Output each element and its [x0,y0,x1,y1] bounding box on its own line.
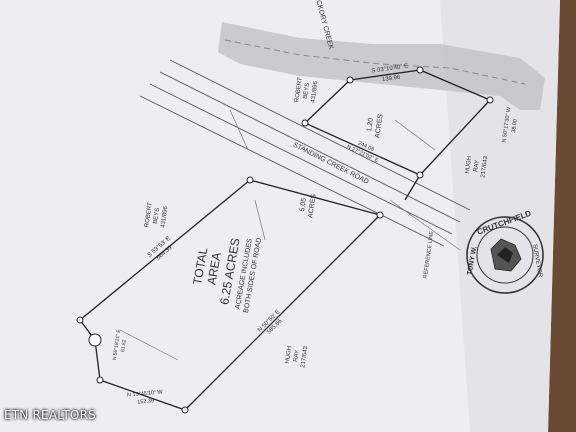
bearing-dist: 38.00 [511,119,519,133]
bearing-text: S 03°10'40" E [371,63,409,74]
road-lines [139,59,471,247]
parcel-acres: 1.20 [366,117,375,132]
pin-marker [416,66,424,74]
reference-lines [119,109,461,361]
owner-name: HUGH [465,156,473,174]
owner-robert-upper: ROBERT BEYS 431/896 [294,77,319,103]
bearing-dist: 152.39 [137,398,154,405]
bearing-bottom: N 13°45'10" W 152.39 [127,389,164,405]
pin-marker [376,211,384,219]
stamp-right-text: SURVEYOR [531,244,543,279]
parcel-boundary [79,69,491,411]
owner-hugh-right: HUGH RAY 217/643 [465,155,490,178]
owner-name-2: RAY [293,350,301,363]
survey-pins [76,66,494,414]
owner-ref: 217/643 [480,155,489,178]
pin-marker [246,176,254,184]
bearing-ne: N 50°17'30" W 38.00 [502,106,519,143]
pin-marker [96,376,104,384]
total-area-line1: TOTAL [190,246,210,286]
bearing-text: N 56°18'21" E [112,328,122,360]
owner-ref: 217/643 [300,345,309,368]
bearing-text: N 50°17'30" W [502,106,513,143]
pin-marker [486,96,494,104]
pin-marker [416,171,424,179]
pin-marker [88,333,102,347]
bearing-top: S 03°10'40" E 139.96 [371,63,409,84]
parcel-acres: 5.05 [299,197,308,212]
parcel-1-20: 1.20 ACRES [366,113,385,138]
owner-robert-lower: ROBERT BEYS 431/896 [144,202,169,228]
owner-name: HUGH [285,346,293,364]
parcel-unit: ACRES [307,193,317,218]
owner-ref: 431/896 [160,205,169,228]
bearing-dist: 139.96 [382,75,402,84]
owner-name: ROBERT [294,77,303,103]
pin-marker [301,119,309,127]
total-area-line2: AREA [204,251,223,286]
owner-name: ROBERT [144,202,153,228]
owner-name-2: RAY [473,160,481,173]
creek-dashed-line [224,39,526,85]
stamp-left-text: TONY W. [467,246,479,276]
pin-marker [346,76,354,84]
parcel-unit: ACRES [374,113,384,138]
owner-name-2: BEYS [153,208,161,225]
paper-sheet [0,0,560,432]
bearing-text: N 13°45'10" W [127,389,164,398]
parcel-5-05: 5.05 ACRES [299,193,318,218]
watermark: ETN REALTORS [4,408,96,422]
owner-ref: 431/896 [310,80,319,103]
pin-marker [181,406,189,414]
owner-hugh-lower: HUGH RAY 217/643 [285,345,310,368]
owner-name-2: BEYS [303,83,311,100]
pin-marker [76,316,84,324]
bearing-dist: 61.62 [120,339,128,352]
bearing-left: N 56°18'21" E 61.62 [112,328,128,360]
